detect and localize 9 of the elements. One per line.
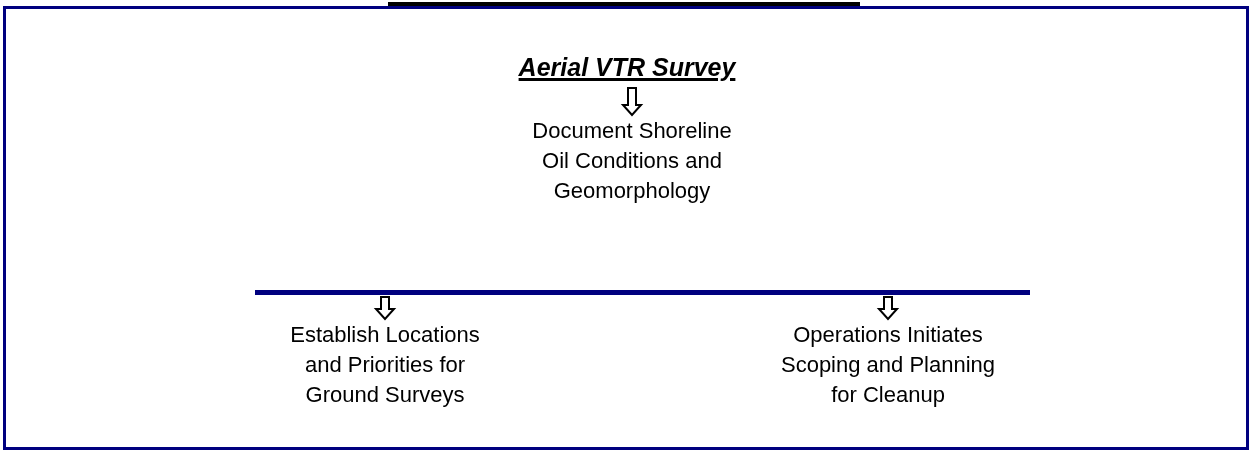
down-arrow: [373, 296, 397, 321]
step-text: Document Shoreline Oil Conditions and Geomorphology: [531, 117, 733, 205]
title-text: Aerial VTR Survey: [517, 52, 738, 83]
divider-bar: [255, 290, 1030, 295]
frame-box: [3, 6, 1249, 450]
down-arrow: [876, 296, 900, 321]
down-arrow: [620, 87, 644, 117]
step-text: Operations Initiates Scoping and Planning for Cleanup: [779, 321, 997, 409]
step-text: Establish Locations and Priorities for Ground Surveys: [289, 321, 481, 409]
